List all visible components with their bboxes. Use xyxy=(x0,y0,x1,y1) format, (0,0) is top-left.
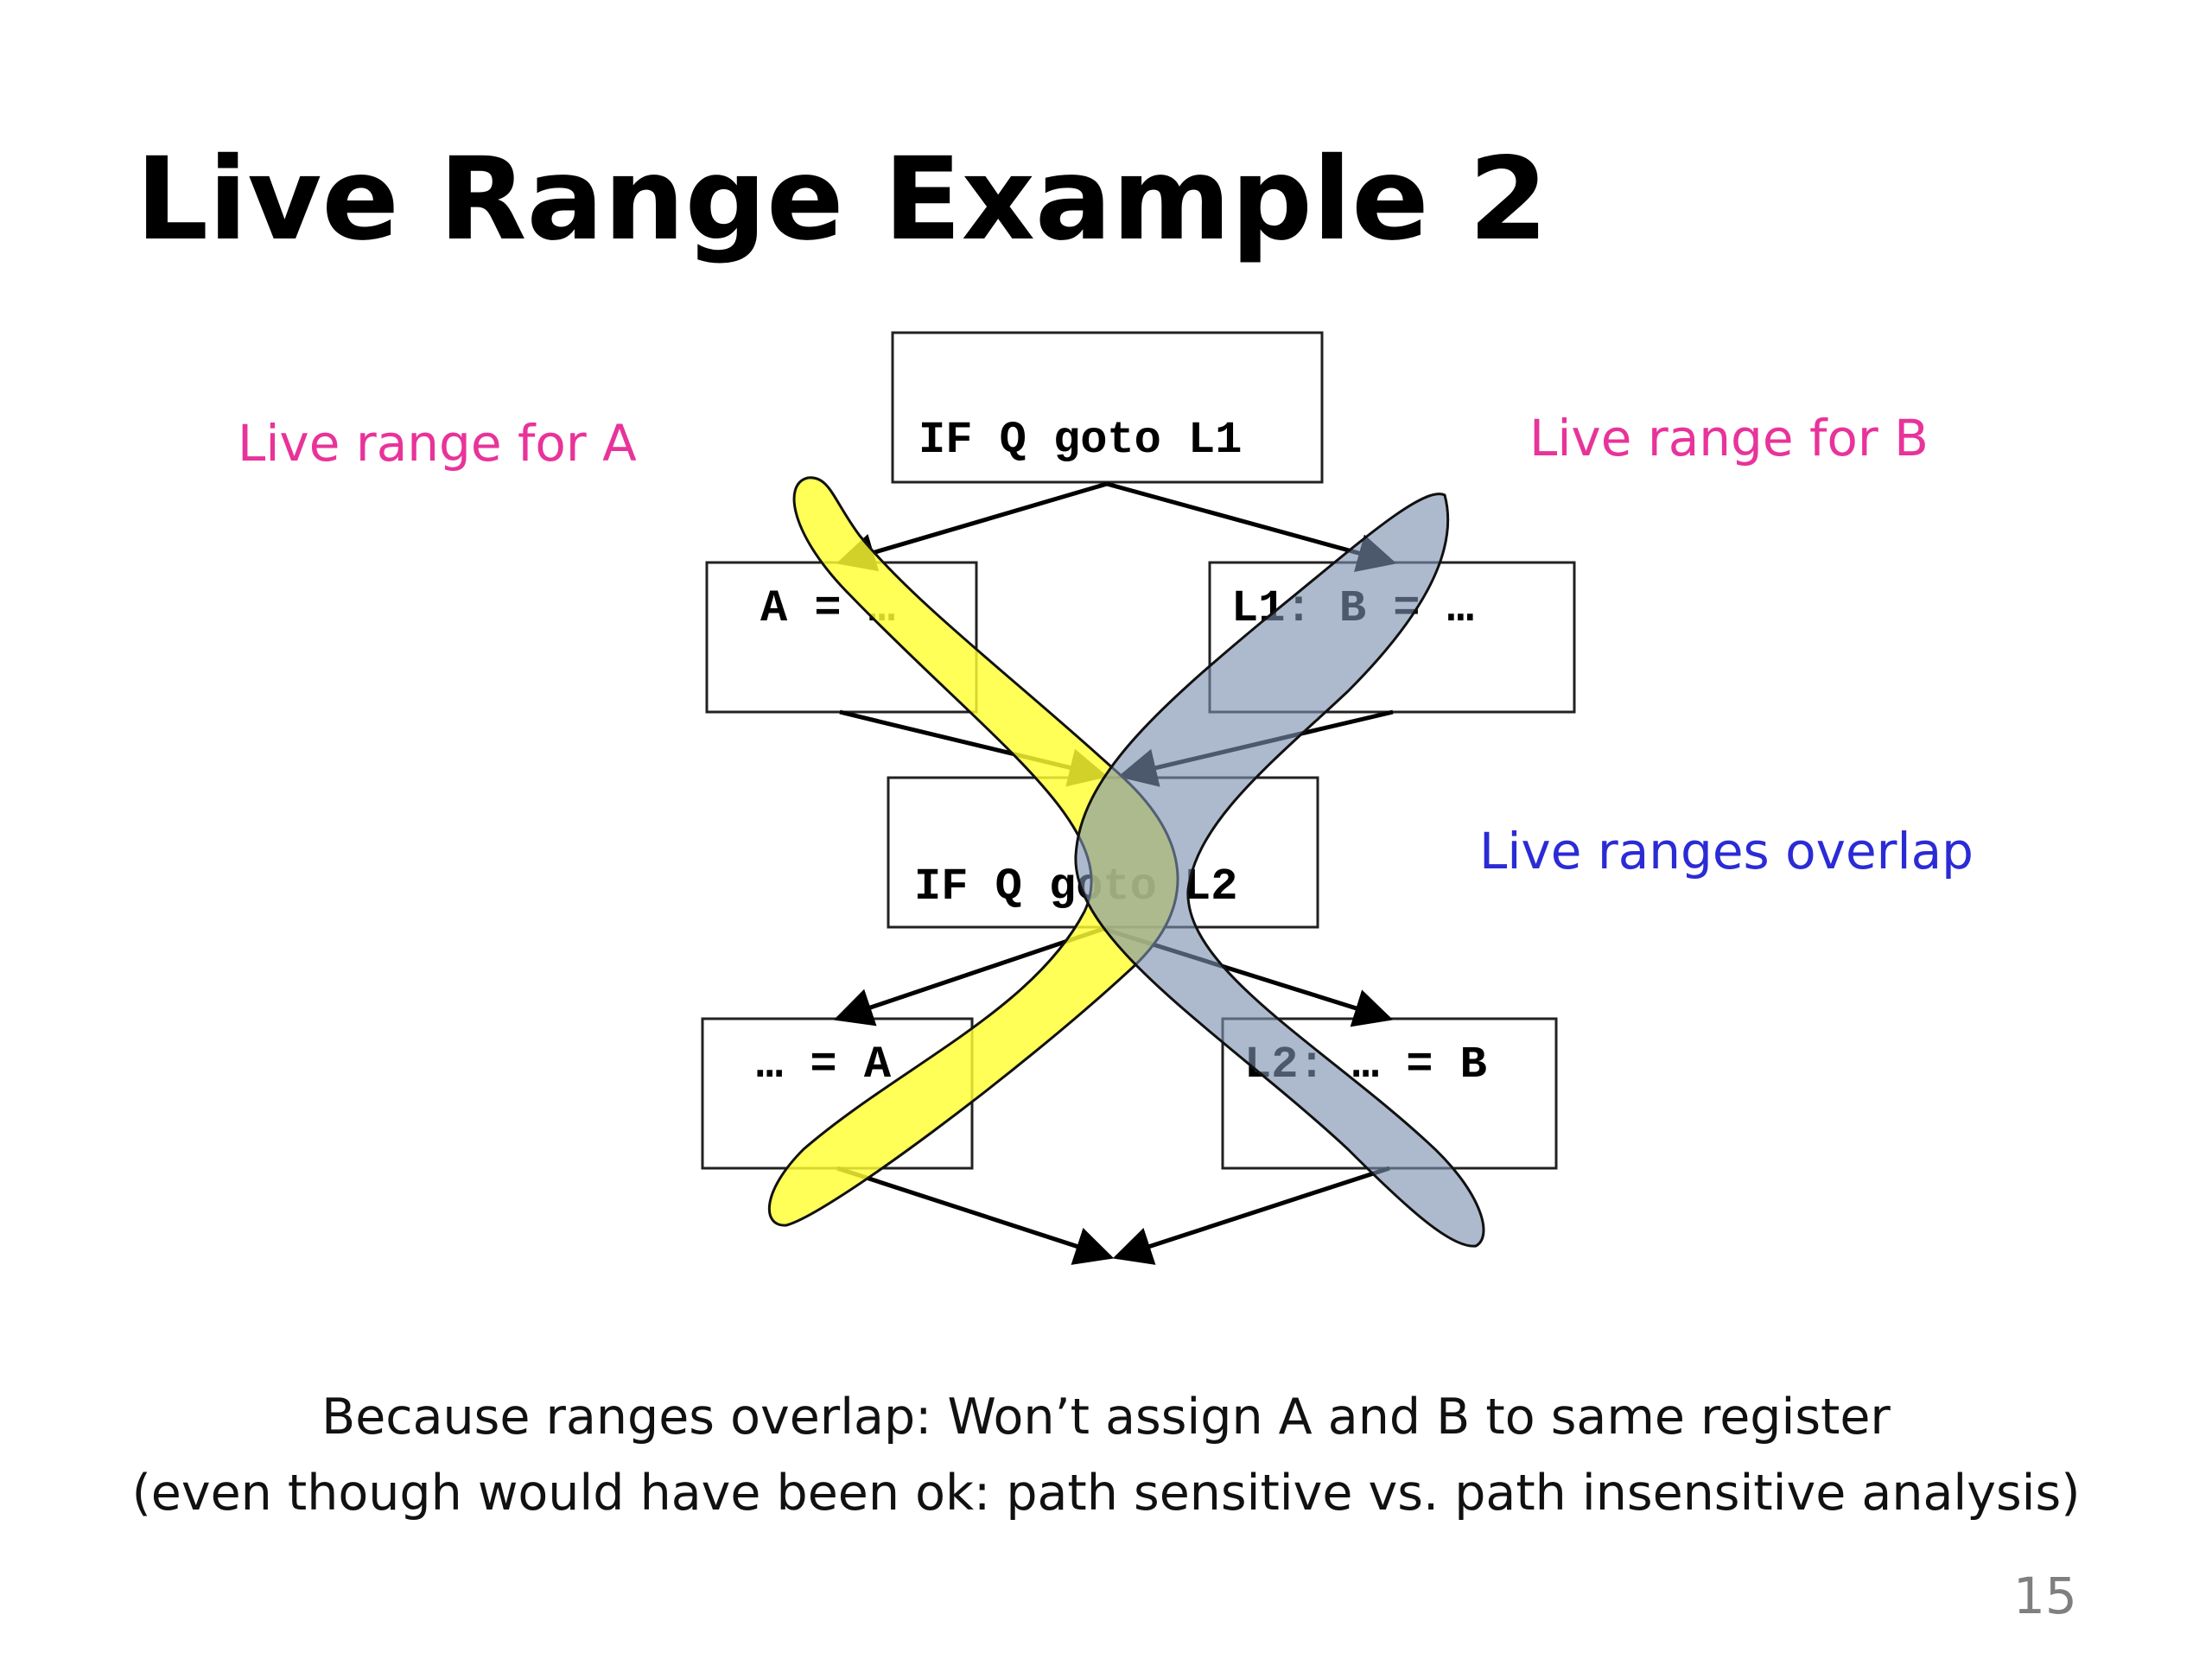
overlap-label: Live ranges overlap xyxy=(1479,822,1974,880)
edge-entry-to-def-a xyxy=(836,481,1108,572)
footer-line-1: Because ranges overlap: Won’t assign A a… xyxy=(321,1389,1891,1446)
live-range-a-label: Live range for A xyxy=(238,414,637,473)
page-number: 15 xyxy=(2013,1567,2077,1625)
edge-entry-to-def-b xyxy=(1106,481,1397,572)
block-use-a-code: … = A xyxy=(756,1039,892,1090)
live-range-b-label: Live range for B xyxy=(1529,409,1929,467)
live-range-b-band xyxy=(1074,493,1485,1248)
slide-title: Live Range Example 2 xyxy=(136,133,1548,266)
edge-use-b-to-exit xyxy=(1112,1166,1390,1265)
block-entry: IF Q goto L1 xyxy=(891,331,1324,484)
block-entry-code: IF Q goto L1 xyxy=(918,415,1242,466)
edge-branch2-to-use-a xyxy=(833,926,1104,1027)
edge-use-a-to-exit xyxy=(836,1166,1115,1265)
footer-line-2: (even though would have been ok: path se… xyxy=(131,1465,2081,1522)
